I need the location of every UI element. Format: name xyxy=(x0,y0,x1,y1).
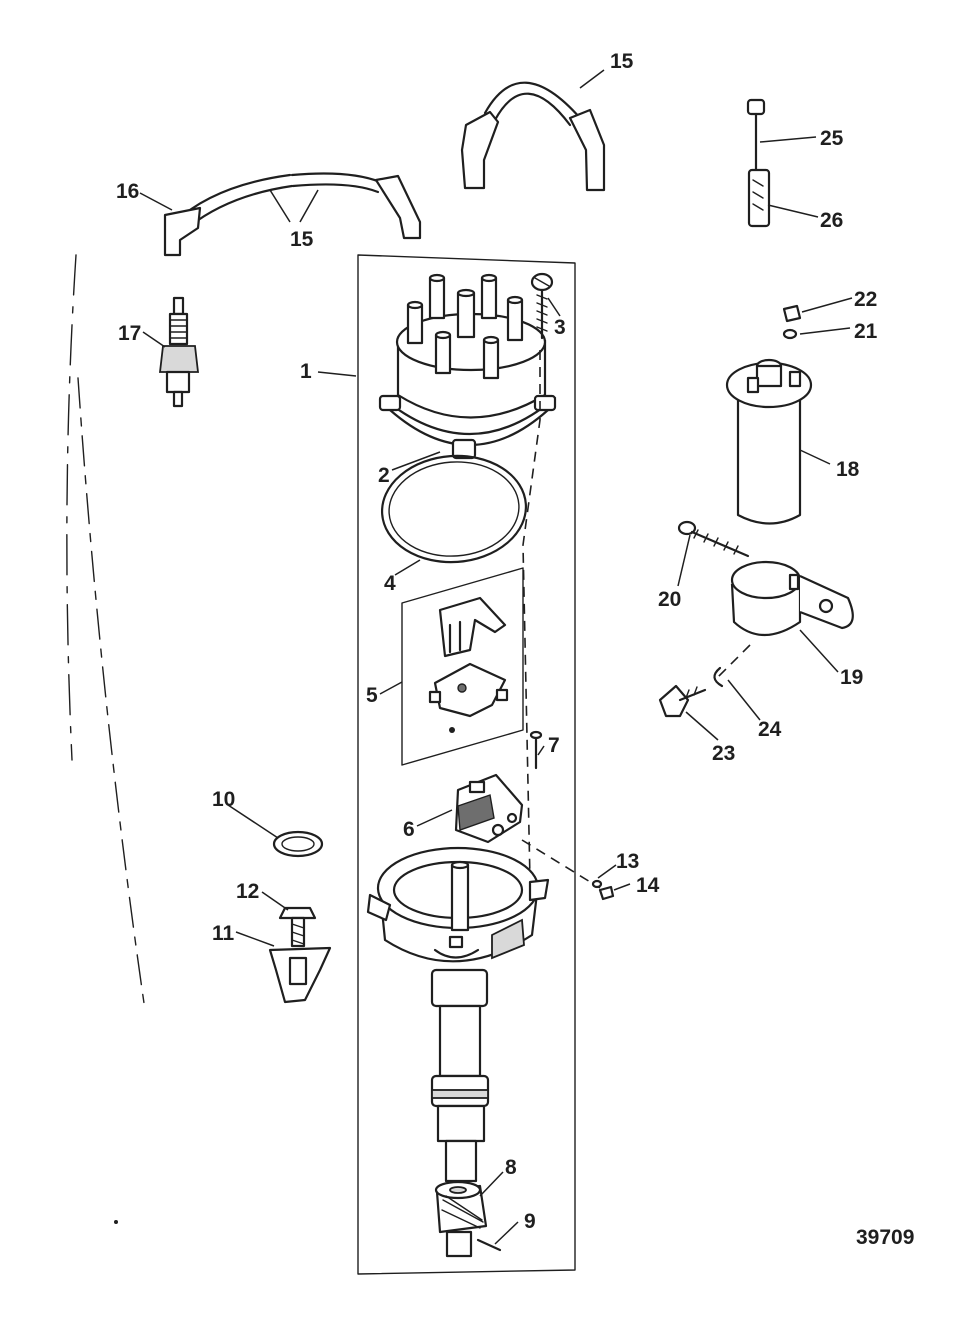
callout-21: 21 xyxy=(854,320,878,343)
spark-plug-wire-top xyxy=(460,81,606,192)
callout-labels: 1 2 3 4 5 6 7 8 9 10 11 12 13 14 15 15 1… xyxy=(116,50,878,1233)
coil-bracket xyxy=(730,560,854,636)
callout-15-left: 15 xyxy=(290,228,314,251)
rotor-kit xyxy=(401,567,524,766)
module-screw xyxy=(529,730,543,770)
bracket-alignment-line xyxy=(714,644,751,681)
callout-16: 16 xyxy=(116,180,139,203)
wire-tag xyxy=(746,98,771,228)
coil-nut-washer xyxy=(782,304,802,340)
callout-5: 5 xyxy=(366,684,378,707)
callout-25: 25 xyxy=(820,127,844,150)
ignition-coil xyxy=(725,358,813,525)
washer-and-nut xyxy=(591,879,615,901)
callout-6: 6 xyxy=(403,818,415,841)
roll-pin xyxy=(476,1238,502,1252)
callout-9: 9 xyxy=(524,1210,536,1233)
alignment-line-nut xyxy=(521,839,601,889)
callout-20: 20 xyxy=(658,588,681,611)
flat-washer xyxy=(272,830,324,858)
alignment-line xyxy=(522,350,541,881)
coil-bracket-bolt xyxy=(677,520,750,558)
callout-14: 14 xyxy=(636,874,660,897)
callout-18: 18 xyxy=(836,458,860,481)
callout-26: 26 xyxy=(820,209,843,232)
scan-margin-lines xyxy=(66,254,146,1224)
spark-plug xyxy=(158,296,200,408)
callout-10: 10 xyxy=(212,788,235,811)
gasket xyxy=(380,454,528,564)
callout-1: 1 xyxy=(300,360,312,383)
bracket-bolt-washer xyxy=(658,666,724,718)
hold-down-clamp xyxy=(268,906,332,1004)
ignition-module xyxy=(454,773,524,844)
diagram-reference-number: 39709 xyxy=(856,1226,914,1249)
cap-screw xyxy=(530,272,554,340)
callout-12: 12 xyxy=(236,880,259,903)
distributor-shaft xyxy=(430,968,490,1183)
callout-19: 19 xyxy=(840,666,863,689)
spark-plug-wire-left xyxy=(163,172,422,257)
callout-15-top: 15 xyxy=(610,50,634,73)
assembly-frame xyxy=(357,254,576,1275)
distributor-cap xyxy=(378,273,557,460)
callout-7: 7 xyxy=(548,734,560,757)
callout-24: 24 xyxy=(758,718,782,741)
callout-4: 4 xyxy=(384,572,396,595)
callout-8: 8 xyxy=(505,1156,517,1179)
callout-13: 13 xyxy=(616,850,639,873)
leader-lines xyxy=(139,69,853,1245)
callout-11: 11 xyxy=(212,922,235,945)
callout-22: 22 xyxy=(854,288,877,311)
callout-3: 3 xyxy=(554,316,566,339)
callout-2: 2 xyxy=(378,464,390,487)
callout-23: 23 xyxy=(712,742,735,765)
drive-gear xyxy=(434,1180,488,1258)
callout-17: 17 xyxy=(118,322,141,345)
distributor-housing xyxy=(366,846,550,963)
